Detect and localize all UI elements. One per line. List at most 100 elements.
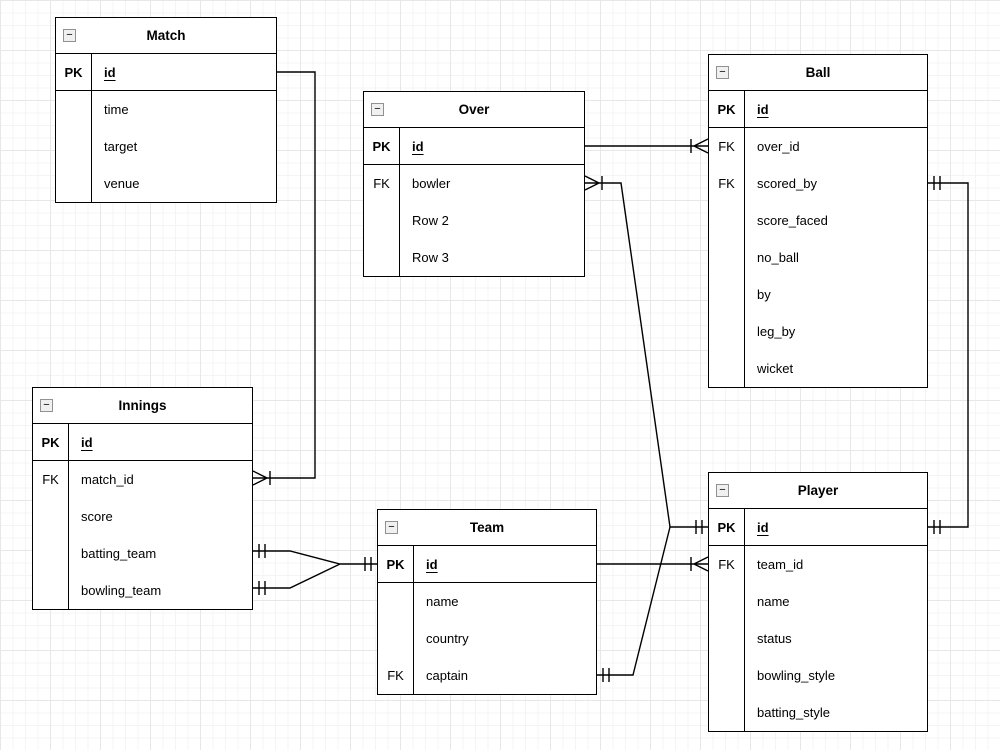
field-cell: captain (426, 668, 468, 683)
key-cell (709, 657, 745, 694)
collapse-icon[interactable]: − (716, 66, 729, 79)
entity-title: Player (797, 483, 839, 498)
field-cell: wicket (757, 361, 794, 376)
key-cell: PK (364, 128, 400, 164)
entity-row-leg-by[interactable]: leg_by (709, 313, 927, 350)
entity-title: Innings (118, 398, 167, 413)
entity-row-by[interactable]: by (709, 276, 927, 313)
key-cell (709, 583, 745, 620)
entity-row-score-faced[interactable]: score_faced (709, 202, 927, 239)
entity-row-id[interactable]: PK id (364, 128, 584, 165)
key-cell: PK (378, 546, 414, 582)
field-cell: status (757, 631, 792, 646)
entity-row-bowling-team[interactable]: bowling_team (33, 572, 252, 609)
field-cell: target (104, 139, 138, 154)
field-cell: id (412, 138, 424, 154)
entity-row-target[interactable]: target (56, 128, 276, 165)
entity-row-batting-team[interactable]: batting_team (33, 535, 252, 572)
field-cell: batting_team (81, 546, 157, 561)
collapse-icon[interactable]: − (371, 103, 384, 116)
entity-row-row-3[interactable]: Row 3 (364, 239, 584, 276)
entity-row-captain[interactable]: FK captain (378, 657, 596, 694)
entity-header[interactable]: −Ball (709, 55, 927, 91)
field-cell: Row 2 (412, 213, 449, 228)
key-cell (56, 91, 92, 128)
collapse-icon[interactable]: − (716, 484, 729, 497)
entity-row-country[interactable]: country (378, 620, 596, 657)
key-cell: FK (709, 165, 745, 202)
key-cell (709, 202, 745, 239)
entity-row-wicket[interactable]: wicket (709, 350, 927, 387)
edge-team-player[interactable] (597, 556, 709, 572)
field-cell: bowling_team (81, 583, 162, 598)
key-cell (709, 350, 745, 387)
collapse-icon[interactable]: − (63, 29, 76, 42)
key-cell (378, 620, 414, 657)
entity-header[interactable]: − Team (378, 510, 596, 546)
field-cell: id (757, 101, 769, 117)
entity-row-status[interactable]: status (709, 620, 927, 657)
key-cell: FK (709, 546, 745, 583)
entity-title: Team (469, 520, 505, 535)
entity-row-no-ball[interactable]: no_ball (709, 239, 927, 276)
entity-header[interactable]: −Match (56, 18, 276, 54)
edge-over-ball[interactable] (585, 138, 709, 154)
key-cell: FK (378, 657, 414, 694)
key-cell (709, 239, 745, 276)
key-cell (33, 572, 69, 609)
entity-row-name[interactable]: name (709, 583, 927, 620)
entity-row-score[interactable]: score (33, 498, 252, 535)
entity-header[interactable]: − Player (709, 473, 927, 509)
edge-ball-player[interactable] (928, 176, 969, 534)
edge-team-captain-player[interactable] (597, 526, 671, 682)
entity-row-id[interactable]: PK id (56, 54, 276, 91)
entity-row-bowling-style[interactable]: bowling_style (709, 657, 927, 694)
key-cell: PK (56, 54, 92, 90)
entity-row-row-2[interactable]: Row 2 (364, 202, 584, 239)
field-cell: venue (104, 176, 140, 191)
key-cell (709, 620, 745, 657)
entity-row-team-id[interactable]: FK team_id (709, 546, 927, 583)
field-cell: id (104, 64, 116, 80)
field-cell: team_id (757, 557, 804, 572)
key-cell: PK (709, 509, 745, 545)
key-cell (364, 239, 400, 276)
field-cell: country (426, 631, 469, 646)
field-cell: time (104, 102, 129, 117)
collapse-icon[interactable]: − (40, 399, 53, 412)
entity-row-time[interactable]: time (56, 91, 276, 128)
field-cell: Row 3 (412, 250, 449, 265)
entity-header[interactable]: − Innings (33, 388, 252, 424)
entity-header[interactable]: −Over (364, 92, 584, 128)
field-cell: name (426, 594, 459, 609)
key-cell (709, 313, 745, 350)
collapse-icon[interactable]: − (385, 521, 398, 534)
entity-row-venue[interactable]: venue (56, 165, 276, 202)
field-cell: match_id (81, 472, 134, 487)
edge-over-player[interactable] (584, 175, 708, 534)
key-cell (709, 276, 745, 313)
field-cell: no_ball (757, 250, 799, 265)
field-cell: by (757, 287, 771, 302)
key-cell: PK (33, 424, 69, 460)
key-cell: PK (709, 91, 745, 127)
entity-row-batting-style[interactable]: batting_style (709, 694, 927, 731)
edge-innings-team[interactable] (253, 544, 377, 595)
entity-row-name[interactable]: name (378, 583, 596, 620)
entity-row-id[interactable]: PK id (709, 91, 927, 128)
field-cell: leg_by (757, 324, 796, 339)
